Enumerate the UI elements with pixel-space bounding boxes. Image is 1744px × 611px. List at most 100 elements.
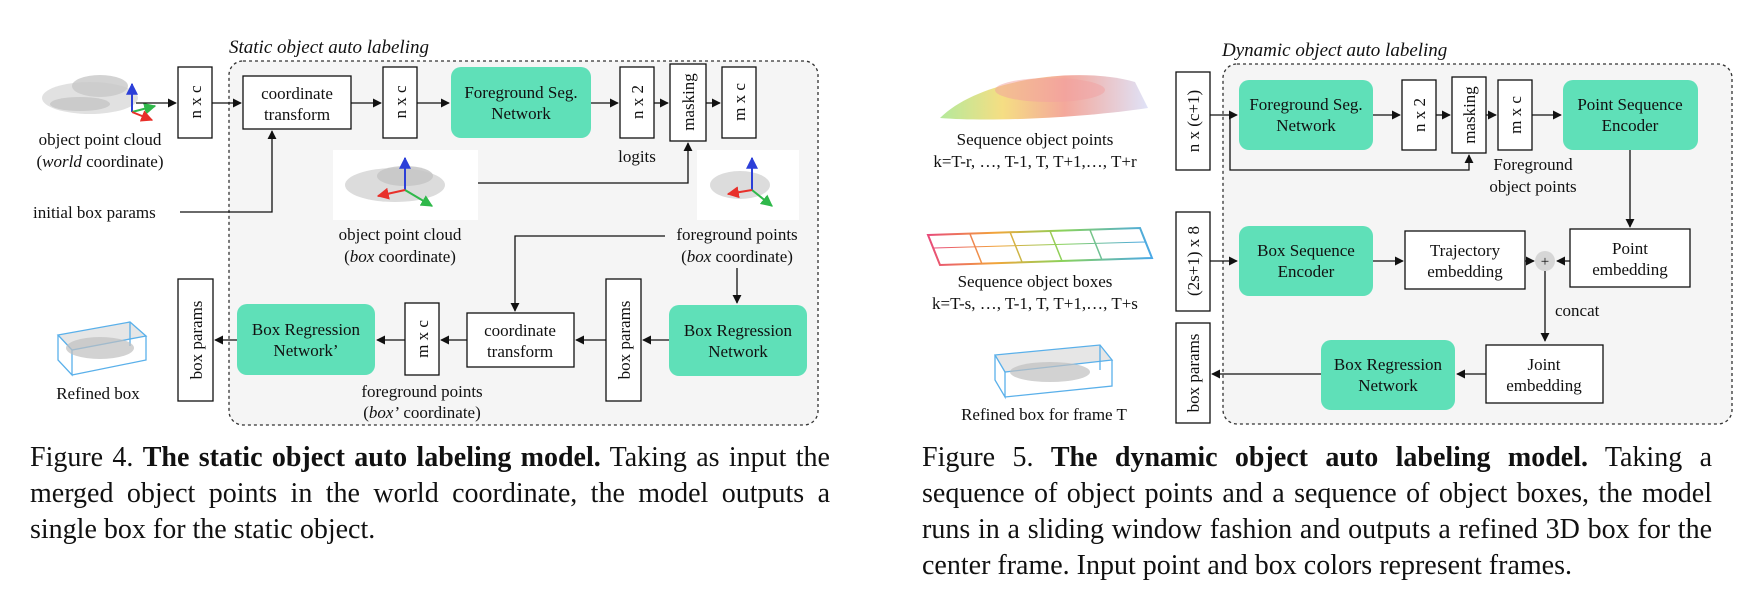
fg-seg-line1: Foreground Seg. bbox=[464, 83, 577, 102]
box-reg2-line2: Network’ bbox=[273, 341, 338, 360]
box-reg-line1: Box Regression bbox=[684, 321, 793, 340]
traj-line2: embedding bbox=[1427, 262, 1503, 281]
figure-4-diagram: Static object auto labeling object point… bbox=[33, 37, 819, 426]
mxc-label-1: m x c bbox=[730, 83, 749, 121]
box-params-label-1: box params bbox=[615, 301, 634, 380]
refined-frame-label: Refined box for frame T bbox=[961, 405, 1127, 424]
br-line2: Network bbox=[1358, 376, 1418, 395]
figure-5-caption: Figure 5. The dynamic object auto labeli… bbox=[922, 440, 1712, 584]
box-params-box bbox=[1175, 322, 1211, 424]
box-regression-network bbox=[669, 305, 807, 376]
world-axes-icon bbox=[126, 82, 157, 122]
nx2-label: n x 2 bbox=[1410, 98, 1429, 132]
trajectory-embedding-box bbox=[1404, 230, 1526, 290]
seq-boxes-line1: Sequence object boxes bbox=[958, 272, 1113, 291]
nx2-label: n x 2 bbox=[628, 85, 647, 119]
s-x8-label: (2s+1) x 8 bbox=[1184, 226, 1203, 296]
refined-box-label: Refined box bbox=[56, 384, 140, 403]
fg-points-line2: (box coordinate) bbox=[681, 247, 793, 266]
mxc-box bbox=[1497, 79, 1533, 151]
caption-bold: The static object auto labeling model. bbox=[142, 442, 601, 473]
box-sequence-encoder bbox=[1239, 226, 1373, 296]
box-params-box-1 bbox=[605, 278, 642, 402]
plus-node bbox=[1535, 251, 1555, 271]
je-line2: embedding bbox=[1506, 376, 1582, 395]
box-coord-point-cloud-icon bbox=[333, 150, 478, 220]
caption-rest: Taking a sequence of object points and a… bbox=[922, 442, 1713, 581]
box-params-box-2 bbox=[177, 278, 214, 402]
point-embedding-box bbox=[1569, 228, 1691, 288]
box-regression-network bbox=[1321, 340, 1455, 410]
region-title: Dynamic object auto labeling bbox=[1221, 40, 1447, 61]
bse-line1: Box Sequence bbox=[1257, 241, 1355, 260]
n-c1-label: n x (c+1) bbox=[1184, 90, 1203, 152]
box-regression-network-prime bbox=[237, 304, 375, 375]
mxc-box-2 bbox=[404, 302, 440, 376]
nxc-box-2 bbox=[382, 66, 418, 139]
joint-embedding-box bbox=[1485, 344, 1604, 404]
masking-label: masking bbox=[1460, 86, 1479, 144]
nxc-label-2: n x c bbox=[391, 85, 410, 119]
fg-points-line1: foreground points bbox=[676, 225, 797, 244]
fg-points-box-coord-icon bbox=[697, 150, 799, 220]
coordinate-transform-box-1 bbox=[242, 75, 352, 130]
seq-points-line1: Sequence object points bbox=[957, 130, 1114, 149]
coordinate-transform-1-line2: transform bbox=[264, 105, 330, 124]
sequence-points-icon bbox=[940, 75, 1148, 120]
coordinate-transform-2-line2: transform bbox=[487, 342, 553, 361]
nxc-box-1 bbox=[177, 66, 213, 139]
seq-boxes-line2: k=T-s, …, T-1, T, T+1,…, T+s bbox=[932, 294, 1138, 313]
refined-box-frame-icon bbox=[993, 344, 1114, 400]
br-line1: Box Regression bbox=[1334, 355, 1443, 374]
mxc-box-1 bbox=[721, 66, 757, 139]
sequence-boxes-icon bbox=[926, 226, 1154, 267]
box-coord-pc-line1: object point cloud bbox=[339, 225, 462, 244]
foreground-seg-network bbox=[451, 67, 591, 138]
box-reg-line2: Network bbox=[708, 342, 768, 361]
fg-obj-line2: object points bbox=[1489, 177, 1576, 196]
je-line1: Joint bbox=[1527, 355, 1560, 374]
initial-box-params-label: initial box params bbox=[33, 203, 156, 222]
region-title: Static object auto labeling bbox=[229, 37, 429, 58]
box-coord-pc-line2: (box coordinate) bbox=[344, 247, 456, 266]
coordinate-transform-1-line1: coordinate bbox=[261, 84, 333, 103]
fg-seg-line1: Foreground Seg. bbox=[1249, 95, 1362, 114]
fg-points2-line2: (box’ coordinate) bbox=[363, 403, 481, 422]
figure-5: Dynamic object auto labeling Sequence ob… bbox=[900, 0, 1744, 611]
mxc-label: m x c bbox=[1506, 96, 1525, 134]
logits-label: logits bbox=[618, 147, 656, 166]
seq-points-line2: k=T-r, …, T-1, T, T+1,…, T+r bbox=[933, 152, 1137, 171]
traj-line1: Trajectory bbox=[1430, 241, 1501, 260]
fg-points2-line1: foreground points bbox=[361, 382, 482, 401]
coordinate-transform-box-2 bbox=[466, 312, 575, 368]
point-sequence-encoder bbox=[1563, 80, 1698, 150]
foreground-seg-network bbox=[1239, 80, 1373, 150]
fg-seg-line2: Network bbox=[1276, 116, 1336, 135]
concat-label: concat bbox=[1555, 301, 1600, 320]
caption-prefix: Figure 5. bbox=[922, 442, 1051, 473]
input-point-cloud-label: object point cloud bbox=[39, 130, 162, 149]
box-reg2-line1: Box Regression bbox=[252, 320, 361, 339]
car-point-cloud-icon bbox=[42, 75, 138, 114]
pe-line1: Point bbox=[1612, 239, 1648, 258]
fg-obj-line1: Foreground bbox=[1493, 155, 1573, 174]
input-point-cloud-coord: (world coordinate) bbox=[36, 152, 163, 171]
refined-box-icon bbox=[56, 321, 148, 377]
caption-prefix: Figure 4. bbox=[30, 442, 143, 473]
pse-line1: Point Sequence bbox=[1577, 95, 1682, 114]
figure-4: Static object auto labeling object point… bbox=[0, 0, 860, 611]
masking-label: masking bbox=[679, 73, 698, 131]
fg-seg-line2: Network bbox=[491, 104, 551, 123]
box-params-label: box params bbox=[1184, 334, 1203, 413]
pse-line2: Encoder bbox=[1602, 116, 1659, 135]
plus-label: + bbox=[1541, 254, 1549, 270]
mxc-label-2: m x c bbox=[413, 320, 432, 358]
nx2-box bbox=[619, 66, 655, 139]
masking-box bbox=[669, 63, 707, 142]
masking-box bbox=[1451, 76, 1487, 154]
nxc-label-1: n x c bbox=[186, 85, 205, 119]
coordinate-transform-2-line1: coordinate bbox=[484, 321, 556, 340]
pe-line2: embedding bbox=[1592, 260, 1668, 279]
caption-rest: Taking as input the merged object points… bbox=[30, 442, 830, 545]
bse-line2: Encoder bbox=[1278, 262, 1335, 281]
